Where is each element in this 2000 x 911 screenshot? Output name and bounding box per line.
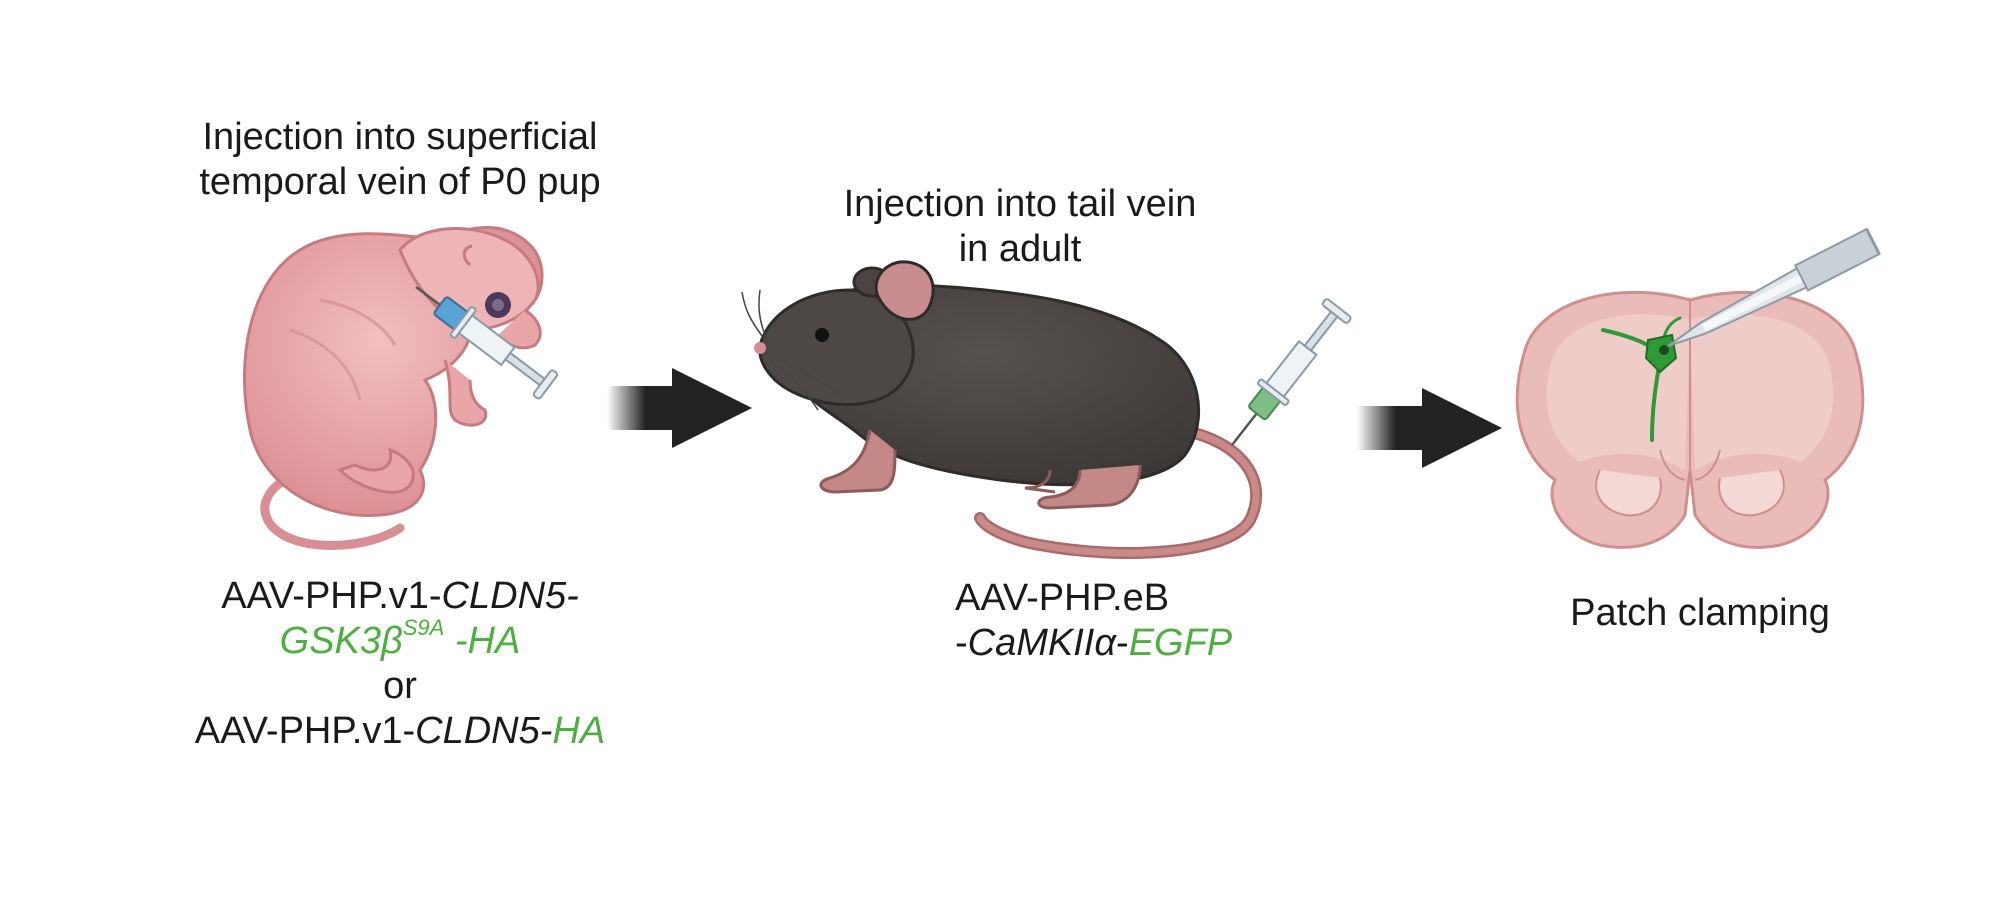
step2-title-line2: in adult — [958, 228, 1082, 270]
vector-capsid: AAV-PHP.v1- — [194, 710, 416, 752]
step1-vector-label: AAV-PHP.v1-CLDN5- GSK3βS9A -HA or AAV-PH… — [120, 574, 680, 754]
gene-name: GSK3β — [279, 620, 403, 662]
step1-label-line1: AAV-PHP.v1-CLDN5- — [120, 574, 680, 619]
syringe-blue-icon — [415, 285, 559, 400]
step2-vector-label: AAV-PHP.eB -CaMKIIα-EGFP — [955, 576, 1232, 666]
reporter-name: EGFP — [1128, 622, 1233, 664]
step2-label-line1: AAV-PHP.eB — [955, 577, 1170, 619]
step1-title-line2: temporal vein of P0 pup — [199, 161, 601, 203]
patch-pipette-icon — [1667, 227, 1881, 347]
tag-name: HA — [552, 710, 606, 752]
step1-label-or: or — [383, 665, 417, 707]
arrow-right-icon — [1357, 388, 1502, 468]
step2-title-line1: Injection into tail vein — [843, 183, 1197, 225]
neonatal-pup-icon — [242, 226, 544, 550]
separator: - — [955, 622, 968, 664]
tag-name: -HA — [444, 620, 521, 662]
mutation-superscript: S9A — [402, 615, 445, 641]
arrow-right-icon — [607, 368, 752, 448]
vector-capsid: AAV-PHP.v1- — [221, 575, 442, 617]
step2-title: Injection into tail vein in adult — [770, 182, 1270, 272]
syringe-green-icon — [1231, 298, 1352, 446]
step1-title-line1: Injection into superficial — [202, 116, 598, 158]
neuron-icon — [1601, 316, 1682, 442]
brain-slice-icon — [1515, 290, 1865, 549]
step3-label: Patch clamping — [1570, 592, 1830, 634]
adult-mouse-icon — [741, 260, 1263, 559]
step1-label-line4: AAV-PHP.v1-CLDN5-HA — [120, 709, 680, 754]
step2-label-line2: -CaMKIIα-EGFP — [955, 621, 1232, 666]
separator: - — [1116, 622, 1129, 664]
promoter-name: CaMKIIα — [967, 622, 1117, 664]
step1-label-line2: GSK3βS9A -HA — [120, 617, 680, 664]
promoter-name: CLDN5- — [415, 710, 553, 752]
step1-title: Injection into superficial temporal vein… — [120, 115, 680, 205]
promoter-name: CLDN5- — [441, 575, 579, 617]
